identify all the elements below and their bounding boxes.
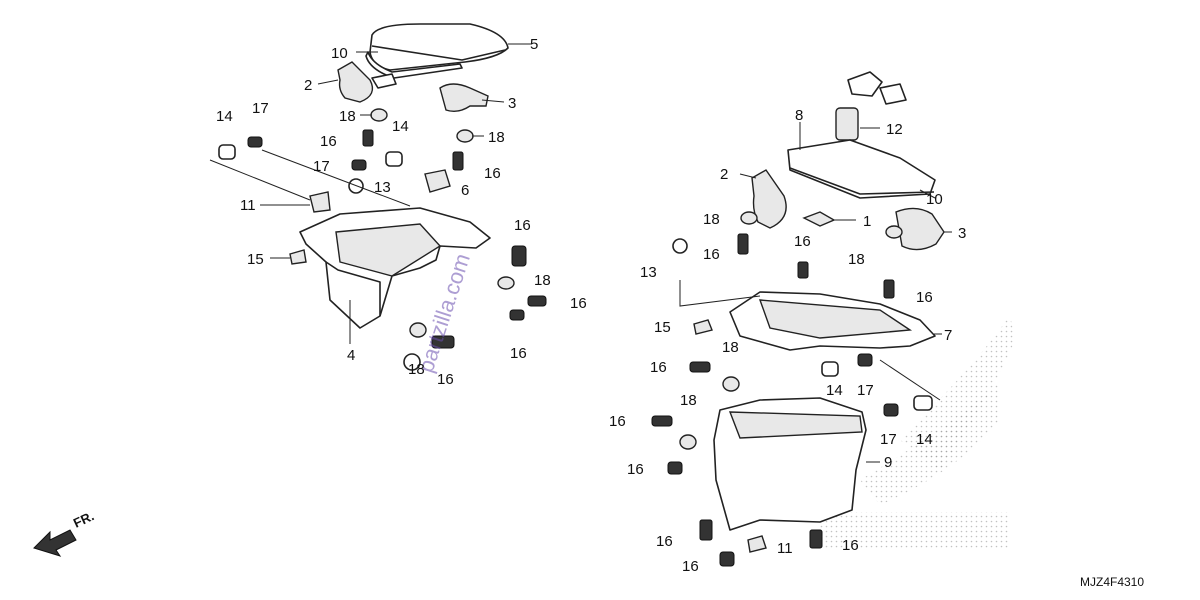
front-direction-label: FR. (71, 508, 96, 530)
label-7: 7 (944, 327, 952, 344)
label-16: 16 (682, 558, 699, 575)
label-4: 4 (347, 347, 355, 364)
label-16: 16 (437, 371, 454, 388)
part-3-hinge (439, 83, 489, 113)
label-16: 16 (484, 165, 501, 182)
part-6-lock (424, 169, 451, 193)
label-10: 10 (331, 45, 348, 62)
diagram-code: MJZ4F4310 (1080, 575, 1144, 589)
part-16-bolt (362, 129, 374, 147)
label-17: 17 (313, 158, 330, 175)
part-17-screw (247, 136, 263, 148)
label-16: 16 (656, 533, 673, 550)
label-16: 16 (842, 537, 859, 554)
left-assembly (209, 23, 547, 371)
label-8: 8 (795, 107, 803, 124)
part-12-key (847, 71, 883, 97)
part-3-hinge-right (895, 207, 945, 251)
part-2-hinge-right (751, 169, 787, 229)
label-12: 12 (886, 121, 903, 138)
label-16: 16 (570, 295, 587, 312)
label-16: 16 (650, 359, 667, 376)
label-13: 13 (640, 264, 657, 281)
label-16: 16 (609, 413, 626, 430)
label-6: 6 (461, 182, 469, 199)
label-9: 9 (884, 454, 892, 471)
label-10: 10 (926, 191, 943, 208)
front-direction-arrow: FR. (33, 508, 96, 557)
label-17: 17 (880, 431, 897, 448)
label-14: 14 (826, 382, 843, 399)
right-assembly (651, 71, 952, 567)
site-watermark: partzilla.com (413, 250, 475, 375)
label-17: 17 (857, 382, 874, 399)
label-2: 2 (304, 77, 312, 94)
label-11: 11 (240, 197, 256, 214)
label-18: 18 (339, 108, 356, 125)
label-16: 16 (916, 289, 933, 306)
part-14-nut (218, 144, 236, 160)
label-17: 17 (252, 100, 269, 117)
label-18: 18 (722, 339, 739, 356)
label-16: 16 (514, 217, 531, 234)
label-16: 16 (320, 133, 337, 150)
label-18: 18 (680, 392, 697, 409)
label-16: 16 (510, 345, 527, 362)
label-1: 1 (863, 213, 871, 230)
part-8-lid (787, 139, 936, 199)
label-15: 15 (247, 251, 264, 268)
label-14: 14 (916, 431, 933, 448)
label-14: 14 (216, 108, 233, 125)
label-14: 14 (392, 118, 409, 135)
part-1-plate (802, 211, 836, 227)
label-11: 11 (777, 540, 793, 557)
label-15: 15 (654, 319, 671, 336)
part-10-seal (365, 51, 463, 79)
part-2-hinge (337, 61, 374, 103)
label-3: 3 (508, 95, 516, 112)
label-16: 16 (627, 461, 644, 478)
label-18: 18 (408, 361, 425, 378)
label-5: 5 (530, 36, 538, 53)
part-11-bracket (309, 191, 331, 213)
label-18: 18 (703, 211, 720, 228)
label-18: 18 (534, 272, 551, 289)
callout-labels: 5 10 2 3 18 18 16 16 14 17 17 14 13 6 11… (216, 36, 1144, 589)
part-15-clip-right (693, 319, 713, 335)
label-2: 2 (720, 166, 728, 183)
brand-watermark-graphic (820, 315, 1015, 548)
part-18-grommet (370, 108, 388, 122)
label-13: 13 (374, 179, 391, 196)
part-15-clip (289, 249, 307, 265)
label-18: 18 (848, 251, 865, 268)
part-12-cylinder (835, 107, 859, 141)
label-3: 3 (958, 225, 966, 242)
label-18: 18 (488, 129, 505, 146)
label-16: 16 (794, 233, 811, 250)
label-16: 16 (703, 246, 720, 263)
